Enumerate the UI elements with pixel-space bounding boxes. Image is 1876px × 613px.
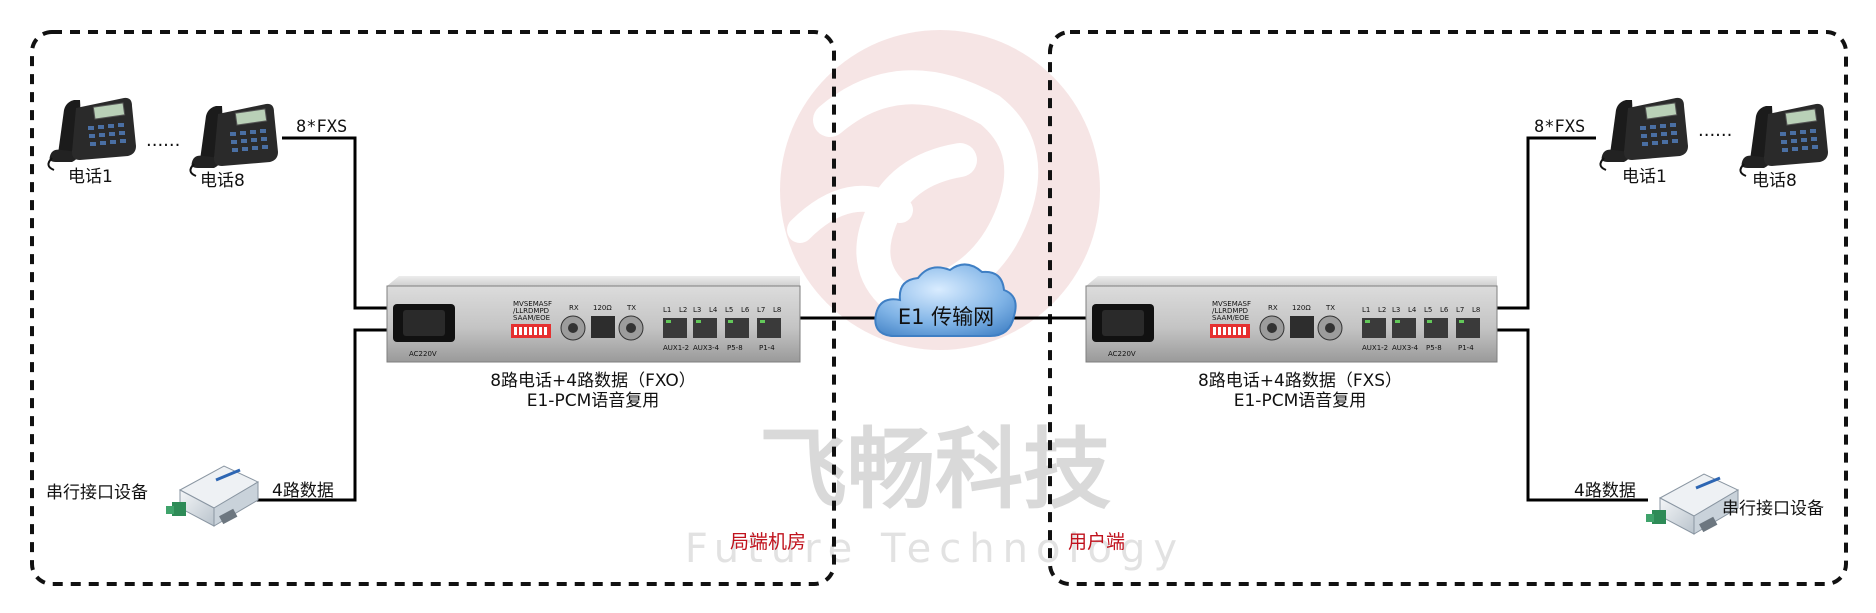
left-device-caption-1: 8路电话+4路数据（FXO） — [490, 371, 696, 391]
right-phone-8 — [1739, 102, 1829, 177]
left-port-l1: L1 — [663, 306, 671, 314]
left-serial-device-label: 串行接口设备 — [46, 483, 148, 503]
e1-cloud — [874, 263, 1017, 337]
left-port-l4: L4 — [709, 306, 718, 314]
right-dip-label-1: MVSEMASF — [1212, 300, 1251, 308]
left-pcm-device: AC220V MVSEMASF /LLRDMPD SAAM/EOE RX 120… — [386, 276, 801, 363]
left-area-label: 局端机房 — [730, 531, 806, 553]
left-port-p14: P1-4 — [759, 344, 775, 352]
left-port-p58: P5-8 — [727, 344, 743, 352]
left-port-l8: L8 — [773, 306, 781, 314]
left-phone-1 — [47, 96, 137, 171]
left-tx-label: TX — [626, 304, 636, 312]
left-phone-link-label: 8*FXS — [296, 117, 347, 137]
left-phone-1-label: 电话1 — [68, 167, 113, 187]
right-port-aux34: AUX3-4 — [1392, 344, 1419, 352]
right-power-label: AC220V — [1108, 350, 1136, 358]
right-serial-device-label: 串行接口设备 — [1722, 499, 1824, 519]
left-serial-device-icon — [164, 464, 260, 528]
left-port-l6: L6 — [741, 306, 750, 314]
right-phone-8-label: 电话8 — [1752, 171, 1797, 191]
right-phone-link-label: 8*FXS — [1534, 117, 1585, 137]
right-port-aux12: AUX1-2 — [1362, 344, 1388, 352]
right-port-l5: L5 — [1424, 306, 1432, 314]
right-port-p14: P1-4 — [1458, 344, 1474, 352]
right-pcm-device: AC220V MVSEMASF /LLRDMPD SAAM/EOE RX 120… — [1085, 276, 1498, 363]
watermark-logo — [780, 30, 1100, 350]
left-power-label: AC220V — [409, 350, 437, 358]
left-dip-label-3: SAAM/EOE — [513, 314, 550, 322]
left-phone-8-label: 电话8 — [200, 171, 245, 191]
right-port-l2: L2 — [1378, 306, 1386, 314]
left-port-aux34: AUX3-4 — [693, 344, 720, 352]
left-phone-8 — [189, 102, 279, 177]
right-area-label: 用户端 — [1068, 531, 1125, 553]
user-side-area — [1048, 30, 1848, 586]
left-port-l2: L2 — [679, 306, 687, 314]
right-port-l6: L6 — [1440, 306, 1449, 314]
left-data-link-label: 4路数据 — [272, 481, 334, 501]
right-port-l1: L1 — [1362, 306, 1370, 314]
right-dip-label-2: /LLRDMPD — [1212, 307, 1248, 315]
watermark-title: 飞畅科技 — [759, 418, 1111, 521]
left-port-aux12: AUX1-2 — [663, 344, 689, 352]
left-port-l5: L5 — [725, 306, 733, 314]
right-data-link-label: 4路数据 — [1574, 481, 1636, 501]
right-120-label: 120Ω — [1292, 304, 1311, 312]
network-label: E1 传输网 — [898, 305, 994, 329]
right-port-l4: L4 — [1408, 306, 1417, 314]
left-dip-label-2: /LLRDMPD — [513, 307, 549, 315]
right-ellipsis: ...... — [1698, 120, 1732, 141]
right-port-l3: L3 — [1392, 306, 1400, 314]
left-120-label: 120Ω — [593, 304, 612, 312]
central-office-area — [30, 30, 836, 586]
right-port-l7: L7 — [1456, 306, 1464, 314]
left-port-l3: L3 — [693, 306, 701, 314]
watermark-subtitle: Future Technology — [685, 526, 1185, 572]
right-port-l8: L8 — [1472, 306, 1480, 314]
left-port-l7: L7 — [757, 306, 765, 314]
right-dip-label-3: SAAM/EOE — [1212, 314, 1249, 322]
left-device-caption-2: E1-PCM语音复用 — [527, 391, 659, 411]
right-device-caption-2: E1-PCM语音复用 — [1234, 391, 1366, 411]
right-phone-1 — [1599, 96, 1689, 171]
left-rx-label: RX — [569, 304, 579, 312]
right-phone-1-label: 电话1 — [1622, 167, 1667, 187]
left-ellipsis: ...... — [146, 130, 180, 151]
left-dip-label-1: MVSEMASF — [513, 300, 552, 308]
right-port-p58: P5-8 — [1426, 344, 1442, 352]
right-device-caption-1: 8路电话+4路数据（FXS） — [1198, 371, 1402, 391]
right-rx-label: RX — [1268, 304, 1278, 312]
right-tx-label: TX — [1325, 304, 1335, 312]
